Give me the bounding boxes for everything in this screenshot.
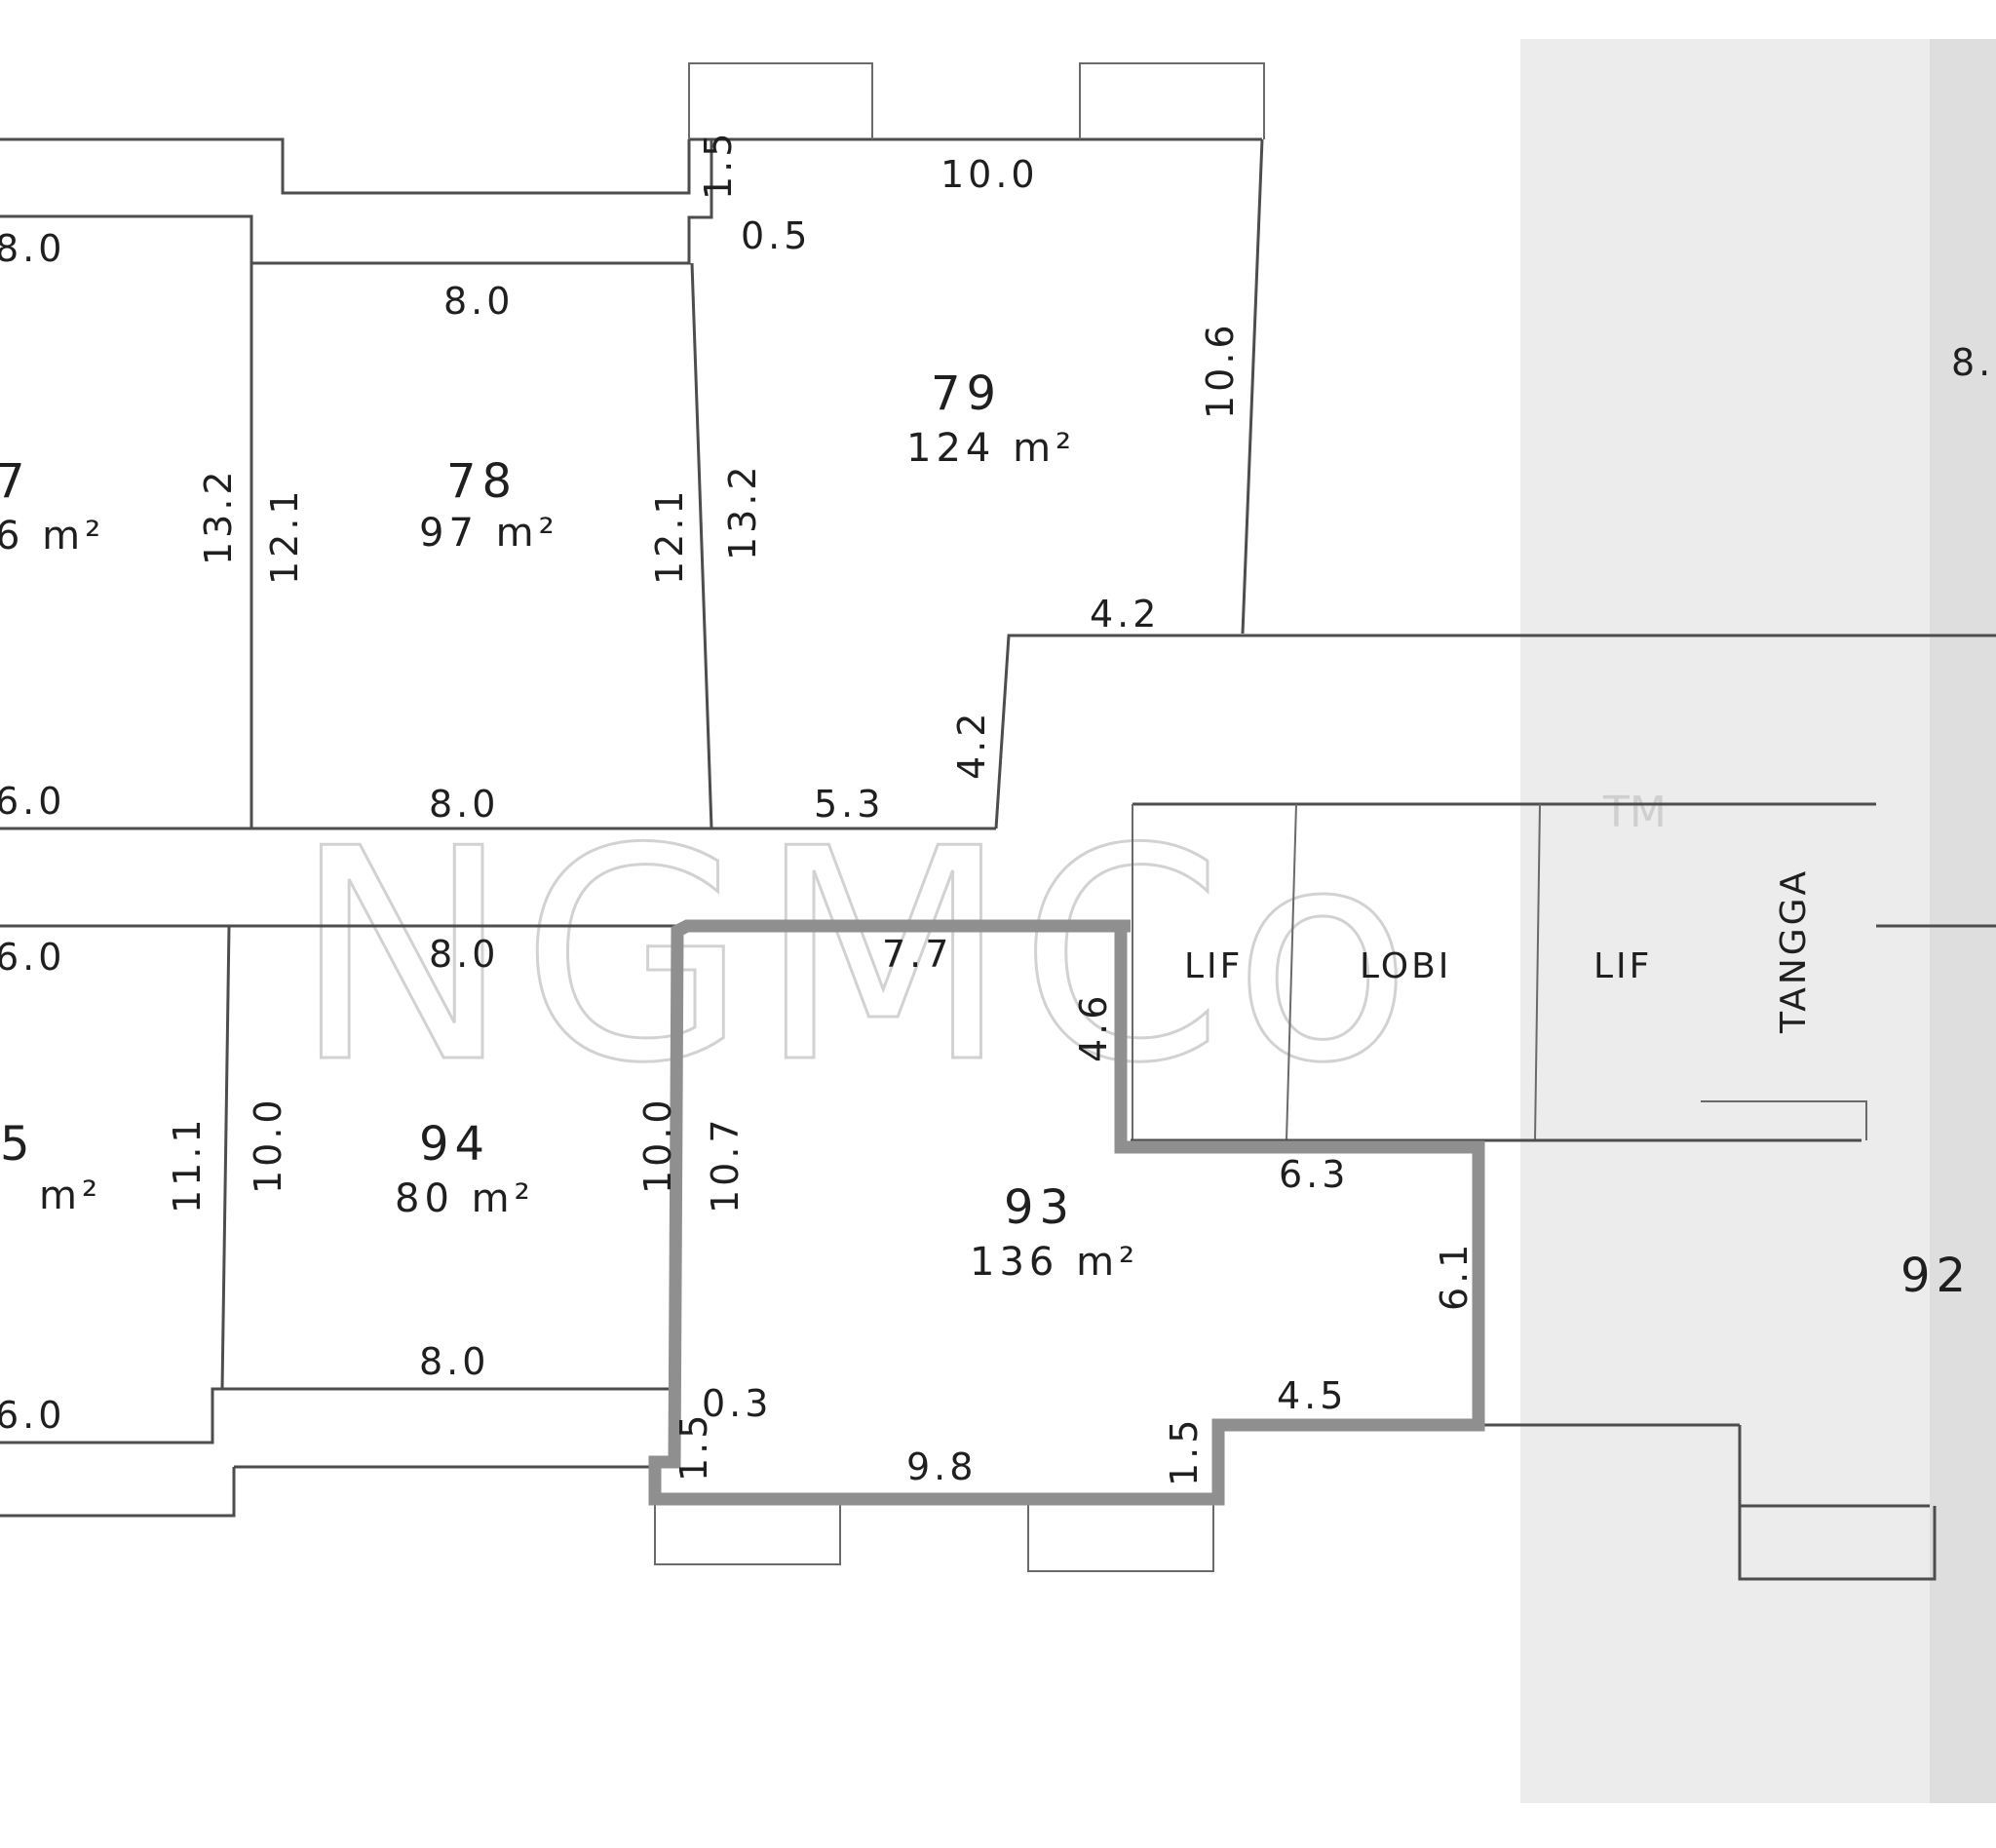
room-77-number: 7: [0, 454, 31, 509]
scan-shade: [1520, 39, 1996, 1803]
lobby-label: LOBI: [1360, 946, 1451, 986]
room-94-number: 94: [419, 1117, 490, 1172]
dim-6-1: 6.1: [1433, 1241, 1476, 1311]
room-78-area: 97 m²: [419, 511, 559, 556]
dim-0-5-top: 0.5: [741, 214, 811, 257]
dim-8-0-78-top: 8.0: [443, 280, 514, 323]
dim-12-1-left: 12.1: [263, 486, 306, 585]
dim-7-7: 7.7: [882, 933, 952, 976]
scan-shade-edge: [1930, 39, 1996, 1803]
unit-93-outline: [648, 919, 1485, 1506]
dim-4-2-v: 4.2: [950, 710, 993, 780]
dim-1-5-bottom: 1.5: [672, 1411, 715, 1482]
dim-8-0-topleft: 8.0: [0, 227, 65, 270]
dim-1-5-bottom-right: 1.5: [1163, 1416, 1206, 1486]
dim-12-1-right: 12.1: [648, 486, 691, 585]
watermark-tm: TM: [1602, 788, 1667, 837]
dim-4-6: 4.6: [1072, 992, 1115, 1062]
room-94-area: 80 m²: [395, 1176, 535, 1221]
dim-4-2-h: 4.2: [1090, 593, 1160, 635]
dim-6-0-lowerleft: 6.0: [0, 936, 65, 979]
dim-9-8: 9.8: [906, 1445, 977, 1488]
dim-10-7: 10.7: [704, 1115, 747, 1213]
dim-5-3: 5.3: [814, 783, 884, 826]
dim-4-5: 4.5: [1277, 1374, 1347, 1417]
lift-right-label: LIF: [1593, 946, 1652, 986]
room-95-number: 5: [0, 1117, 36, 1172]
core-walls: [1131, 802, 1996, 1142]
dim-10-6: 10.6: [1199, 321, 1242, 419]
dim-11-1: 11.1: [166, 1115, 209, 1213]
lift-left-label: LIF: [1184, 946, 1243, 986]
core-labels: LIF LOBI LIF TANGGA: [1184, 868, 1814, 1034]
room-95-area: m²: [39, 1174, 102, 1218]
room-92-number: 92: [1900, 1249, 1972, 1303]
room-78-number: 78: [446, 454, 518, 509]
room-79-number: 79: [931, 366, 1002, 421]
room-labels: 7 6 m² 78 97 m² 79 124 m² 5 m² 94 80 m² …: [0, 366, 1972, 1303]
dim-8-0-78-bottom: 8.0: [429, 783, 499, 826]
dim-6-0-bottomleft: 6.0: [0, 1394, 65, 1437]
watermark-text: NGMCo: [292, 787, 1422, 1127]
dim-8-0-94-top: 8.0: [429, 933, 499, 976]
stairs-label: TANGGA: [1774, 868, 1814, 1034]
dim-8-right-edge: 8.: [1951, 341, 1994, 384]
dim-10-0-94-right: 10.0: [636, 1096, 679, 1194]
dim-10-0-79-top: 10.0: [940, 153, 1039, 196]
dim-6-0-midleft: 6.0: [0, 780, 65, 823]
room-77-area: 6 m²: [0, 514, 105, 558]
dim-13-2-left: 13.2: [197, 467, 240, 565]
room-93-area: 136 m²: [970, 1240, 1139, 1285]
dimensions-horizontal: 8.0 8.0 10.0 0.5 4.2 6.0 8.0 5.3 6.0 8.0…: [0, 153, 1994, 1488]
room-93-number: 93: [1004, 1180, 1075, 1235]
dim-6-3: 6.3: [1279, 1153, 1349, 1196]
dim-8-0-94-bottom: 8.0: [419, 1340, 489, 1383]
dimensions-vertical: 1.5 13.2 12.1 12.1 13.2 10.6 4.2 4.6 11.…: [166, 130, 1476, 1486]
dim-13-2-right: 13.2: [721, 462, 764, 560]
dim-0-3: 0.3: [702, 1382, 772, 1425]
room-79-area: 124 m²: [906, 426, 1076, 471]
dim-10-0-94-left: 10.0: [247, 1096, 289, 1194]
dim-1-5-top: 1.5: [697, 130, 740, 200]
